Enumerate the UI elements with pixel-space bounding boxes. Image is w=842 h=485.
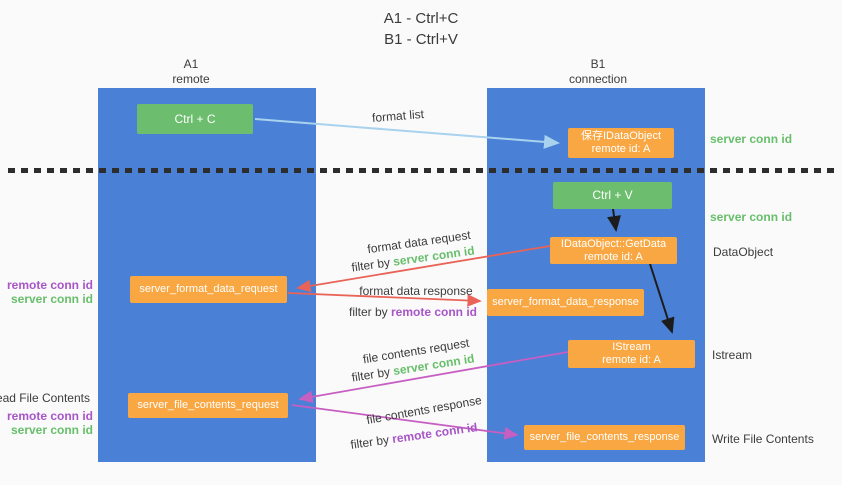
left-column-header: A1 remote [121, 57, 261, 87]
server-format-data-request-box: server_format_data_request [130, 276, 287, 303]
server-file-contents-response-box: server_file_contents_response [524, 425, 685, 450]
remote-conn-id-label-2: remote conn id [6, 409, 93, 423]
right-column-subtitle: connection [568, 72, 628, 86]
left-column-id: A1 [183, 57, 199, 71]
title-line-2: B1 - Ctrl+V [384, 31, 458, 48]
istream-box: IStream remote id: A [568, 340, 695, 368]
read-file-contents-label: Read File Contents [0, 391, 90, 405]
server-conn-id-label-1: server conn id [10, 292, 93, 306]
save-idataobject-line2: remote id: A [591, 143, 651, 155]
format-response-filter-label: filter by remote conn id [349, 305, 477, 319]
format-request-conn-ids: remote conn id server conn id [7, 278, 93, 306]
dataobject-label: DataObject [713, 245, 774, 259]
write-file-contents-label: Write File Contents [712, 432, 814, 446]
save-idataobject-box: 保存IDataObject remote id: A [568, 128, 674, 158]
idataobject-getdata-box: IDataObject::GetData remote id: A [550, 237, 677, 264]
left-column-subtitle: remote [172, 72, 210, 86]
istream-line2: remote id: A [602, 354, 661, 366]
ctrl-c-box: Ctrl + C [137, 104, 253, 134]
remote-conn-id-label-1: remote conn id [6, 278, 93, 292]
filter-by-text: filter by [350, 364, 395, 385]
filter-by-text: filter by [349, 432, 394, 452]
title-line-1: A1 - Ctrl+C [383, 10, 459, 27]
format-list-label: format list [371, 106, 425, 126]
server-format-data-response-box: server_format_data_response [487, 289, 644, 316]
remote-conn-id-text: remote conn id [391, 420, 479, 446]
file-request-conn-ids: remote conn id server conn id [7, 409, 93, 437]
diagram-title: A1 - Ctrl+C B1 - Ctrl+V [0, 8, 842, 50]
filter-by-text: filter by [348, 305, 391, 319]
right-column-header: B1 connection [528, 57, 668, 87]
save-idataobject-line1: 保存IDataObject [580, 130, 662, 142]
server-conn-id-label-mid: server conn id [710, 210, 793, 224]
server-conn-id-label-top: server conn id [710, 132, 793, 146]
istream-line1: IStream [612, 341, 651, 353]
getdata-line2: remote id: A [584, 250, 643, 263]
remote-conn-id-text: remote conn id [391, 305, 478, 319]
istream-side-label: Istream [712, 348, 753, 362]
filter-by-text: filter by [350, 254, 395, 275]
right-column-id: B1 [590, 57, 606, 71]
getdata-line1: IDataObject::GetData [560, 237, 667, 250]
format-data-response-label: format data response [359, 284, 473, 298]
ctrl-v-box: Ctrl + V [553, 182, 672, 209]
phase-separator-dotted-line [8, 168, 834, 173]
server-file-contents-request-box: server_file_contents_request [128, 393, 288, 418]
server-conn-id-label-2: server conn id [10, 423, 93, 437]
